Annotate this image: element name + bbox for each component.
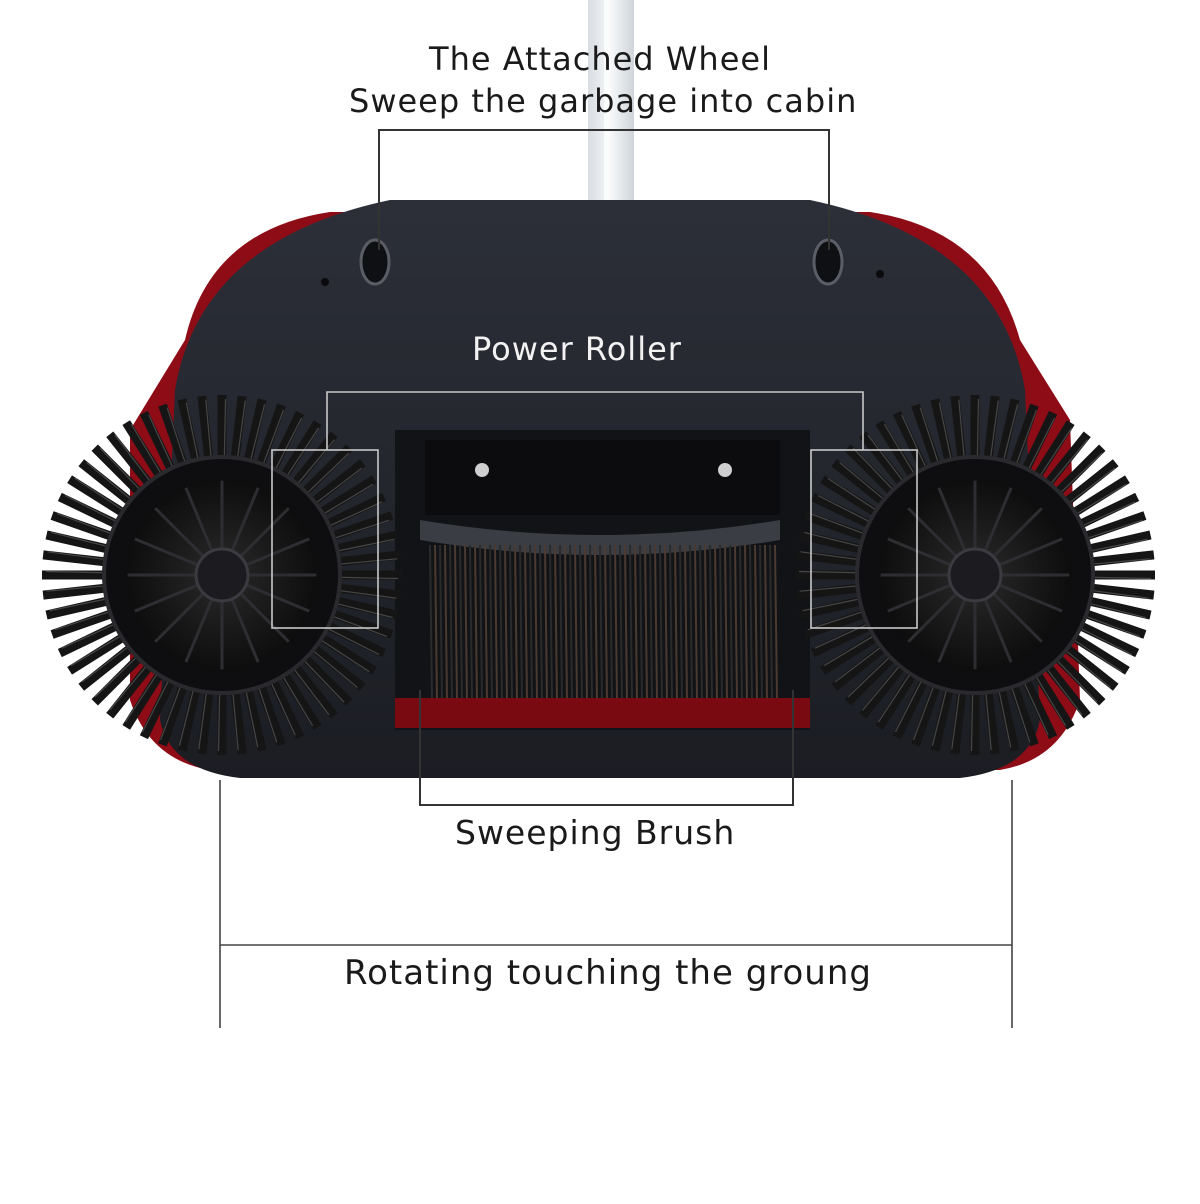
side-brush-left <box>42 395 402 755</box>
center-brush <box>395 430 810 730</box>
leader-sweeping-brush <box>419 690 794 806</box>
label-power-roller: Power Roller <box>472 330 682 368</box>
label-attached-wheel: The Attached Wheel <box>429 40 771 78</box>
label-sweep-garbage: Sweep the garbage into cabin <box>349 82 858 120</box>
attached-wheel-left <box>321 238 391 286</box>
dimension-ground <box>219 780 1013 1028</box>
label-rotating-ground: Rotating touching the groung <box>344 953 872 993</box>
leader-attached-wheel <box>378 129 830 250</box>
leader-power-roller <box>271 391 918 629</box>
label-sweeping-brush: Sweeping Brush <box>455 813 736 852</box>
side-brush-right <box>795 395 1155 755</box>
handle-pole <box>588 0 634 215</box>
